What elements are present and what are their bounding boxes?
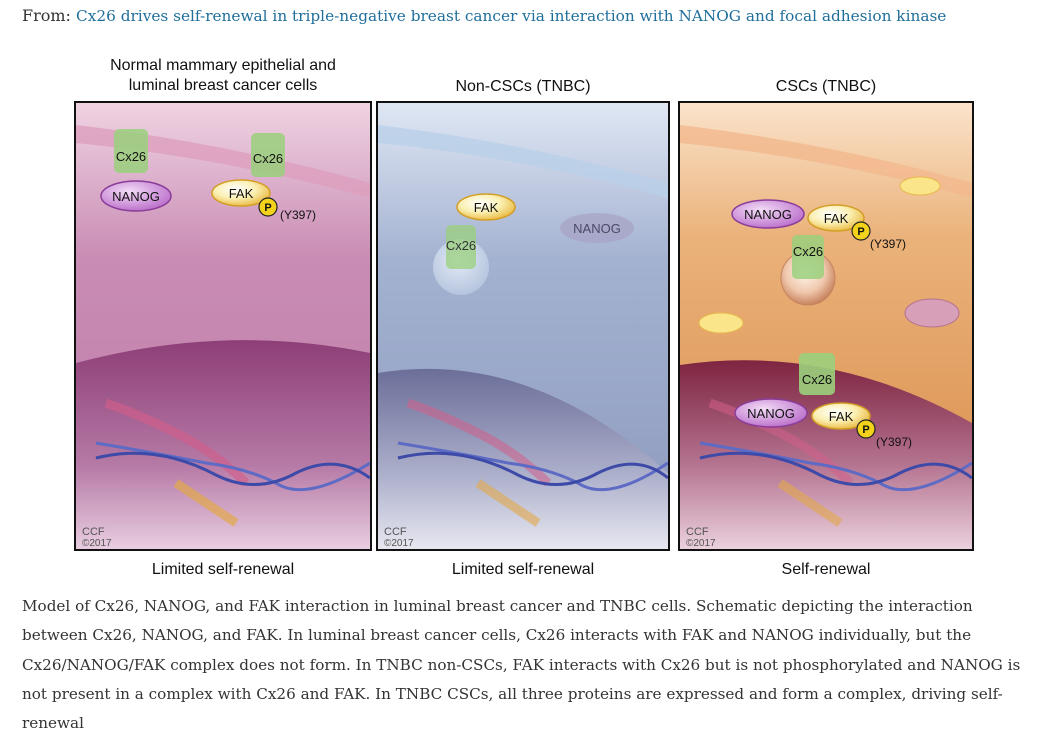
nanog-label-2: NANOG <box>747 406 795 421</box>
panel-3-title: CSCs (TNBC) <box>678 77 974 97</box>
cx26-label-1: Cx26 <box>793 244 823 259</box>
panel-1-normal-luminal: Cx26 Cx26 NANOG FAK P (Y397) CCF ©2017 <box>74 101 372 551</box>
cx26-label-1: Cx26 <box>116 149 146 164</box>
panel-1-caption: Limited self-renewal <box>74 561 372 579</box>
fak-label: FAK <box>474 200 499 215</box>
ccf-watermark: CCF <box>82 526 105 538</box>
y397-label-2: (Y397) <box>876 435 912 449</box>
fak-label-2: FAK <box>829 409 854 424</box>
panel-2-non-cscs: Cx26 FAK NANOG CCF ©2017 <box>376 101 670 551</box>
phosphate-label-1: P <box>857 226 864 238</box>
ccf-watermark: CCF <box>384 526 407 538</box>
panel-2-illustration: Cx26 FAK NANOG CCF ©2017 <box>378 103 668 549</box>
panel-3-caption: Self-renewal <box>678 561 974 579</box>
cx26-label-2: Cx26 <box>802 372 832 387</box>
phosphate-label: P <box>264 202 271 214</box>
from-label: From: <box>22 6 71 25</box>
panel-3-cscs: Cx26 NANOG FAK P (Y397) Cx26 NANOG FAK P… <box>678 101 974 551</box>
panel-1-title-line-2: luminal breast cancer cells <box>74 76 372 96</box>
panel-2-caption: Limited self-renewal <box>376 561 670 579</box>
panel-1-title: Normal mammary epithelial and luminal br… <box>74 56 372 96</box>
vesicle-pink <box>905 299 959 327</box>
figure-source-line: From: Cx26 drives self-renewal in triple… <box>22 5 1032 27</box>
vesicle-yellow-1 <box>900 177 940 195</box>
fak-label-1: FAK <box>824 211 849 226</box>
nanog-label: NANOG <box>573 221 621 236</box>
nanog-label-1: NANOG <box>744 207 792 222</box>
cx26-label: Cx26 <box>446 238 476 253</box>
panel-2-title: Non-CSCs (TNBC) <box>376 77 670 97</box>
fak-label: FAK <box>229 186 254 201</box>
vesicle-yellow-2 <box>699 313 743 333</box>
y397-label-1: (Y397) <box>870 237 906 251</box>
nanog-label: NANOG <box>112 189 160 204</box>
y397-label: (Y397) <box>280 208 316 222</box>
copyright-watermark: ©2017 <box>82 538 112 549</box>
copyright-watermark: ©2017 <box>686 538 716 549</box>
figure-caption: Model of Cx26, NANOG, and FAK interactio… <box>22 592 1022 738</box>
article-title-link[interactable]: Cx26 drives self-renewal in triple-negat… <box>76 7 946 25</box>
copyright-watermark: ©2017 <box>384 538 414 549</box>
panel-1-illustration: Cx26 Cx26 NANOG FAK P (Y397) CCF ©2017 <box>76 103 370 549</box>
ccf-watermark: CCF <box>686 526 709 538</box>
cx26-label-2: Cx26 <box>253 151 283 166</box>
panel-3-illustration: Cx26 NANOG FAK P (Y397) Cx26 NANOG FAK P… <box>680 103 972 549</box>
phosphate-label-2: P <box>862 424 869 436</box>
panel-1-title-line-1: Normal mammary epithelial and <box>74 56 372 76</box>
